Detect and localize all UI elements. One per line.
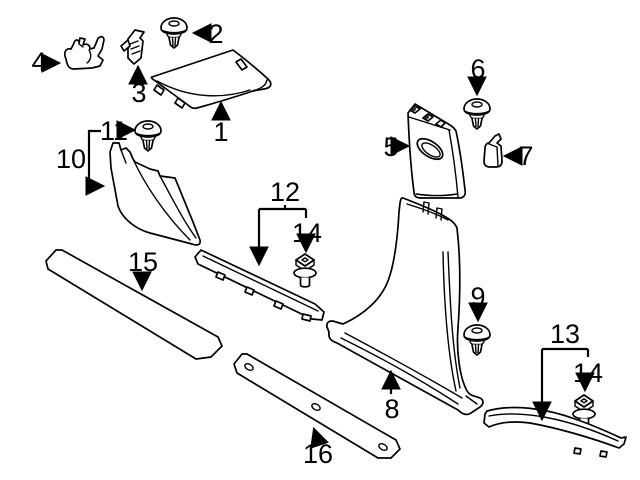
callout-label-7: 7 <box>518 141 533 171</box>
callout-label-10: 10 <box>56 144 86 174</box>
part-16-sill-bracket-drawing <box>233 353 401 459</box>
part-15-sill-plate-drawing <box>45 249 223 360</box>
callout-label-13: 13 <box>550 319 580 349</box>
part-11-clip-drawing <box>134 120 162 152</box>
callout-arrow-16 <box>310 426 329 449</box>
callout-label-8: 8 <box>384 394 399 424</box>
part-9-clip-drawing <box>463 324 491 356</box>
callout-label-14-right: 14 <box>573 358 603 388</box>
part-10-kick-panel-drawing <box>109 142 201 246</box>
part-3-clip-drawing <box>120 29 145 65</box>
callout-bracket-12 <box>249 205 308 267</box>
callout-label-6: 6 <box>470 54 485 84</box>
part-1-trim-panel-drawing <box>150 49 272 110</box>
part-5-pillar-upper-trim-drawing <box>407 103 467 199</box>
part-13-rocker-molding-drawing <box>483 406 627 458</box>
part-4-bracket-drawing <box>63 35 105 70</box>
callout-label-5: 5 <box>383 132 398 162</box>
part-2-clip-drawing <box>160 17 188 49</box>
part-12-sill-strip-drawing <box>194 249 325 322</box>
callout-label-12: 12 <box>270 177 300 207</box>
callout-label-3: 3 <box>131 78 146 108</box>
callout-bracket-10 <box>85 129 106 196</box>
callout-label-15: 15 <box>128 247 158 277</box>
part-6-clip-drawing <box>463 98 491 130</box>
callout-label-2: 2 <box>208 19 223 49</box>
part-14-center-rivet-drawing <box>293 253 317 288</box>
callout-label-4: 4 <box>31 47 46 77</box>
callout-label-1: 1 <box>213 117 228 147</box>
part-8-pillar-lower-trim-drawing <box>326 197 484 416</box>
callout-label-11: 11 <box>100 116 128 146</box>
callout-label-9: 9 <box>470 282 485 312</box>
callout-label-16: 16 <box>303 439 333 469</box>
part-7-clip-drawing <box>483 133 503 168</box>
callout-bracket-13 <box>532 347 590 422</box>
callout-label-14-center: 14 <box>292 218 322 248</box>
